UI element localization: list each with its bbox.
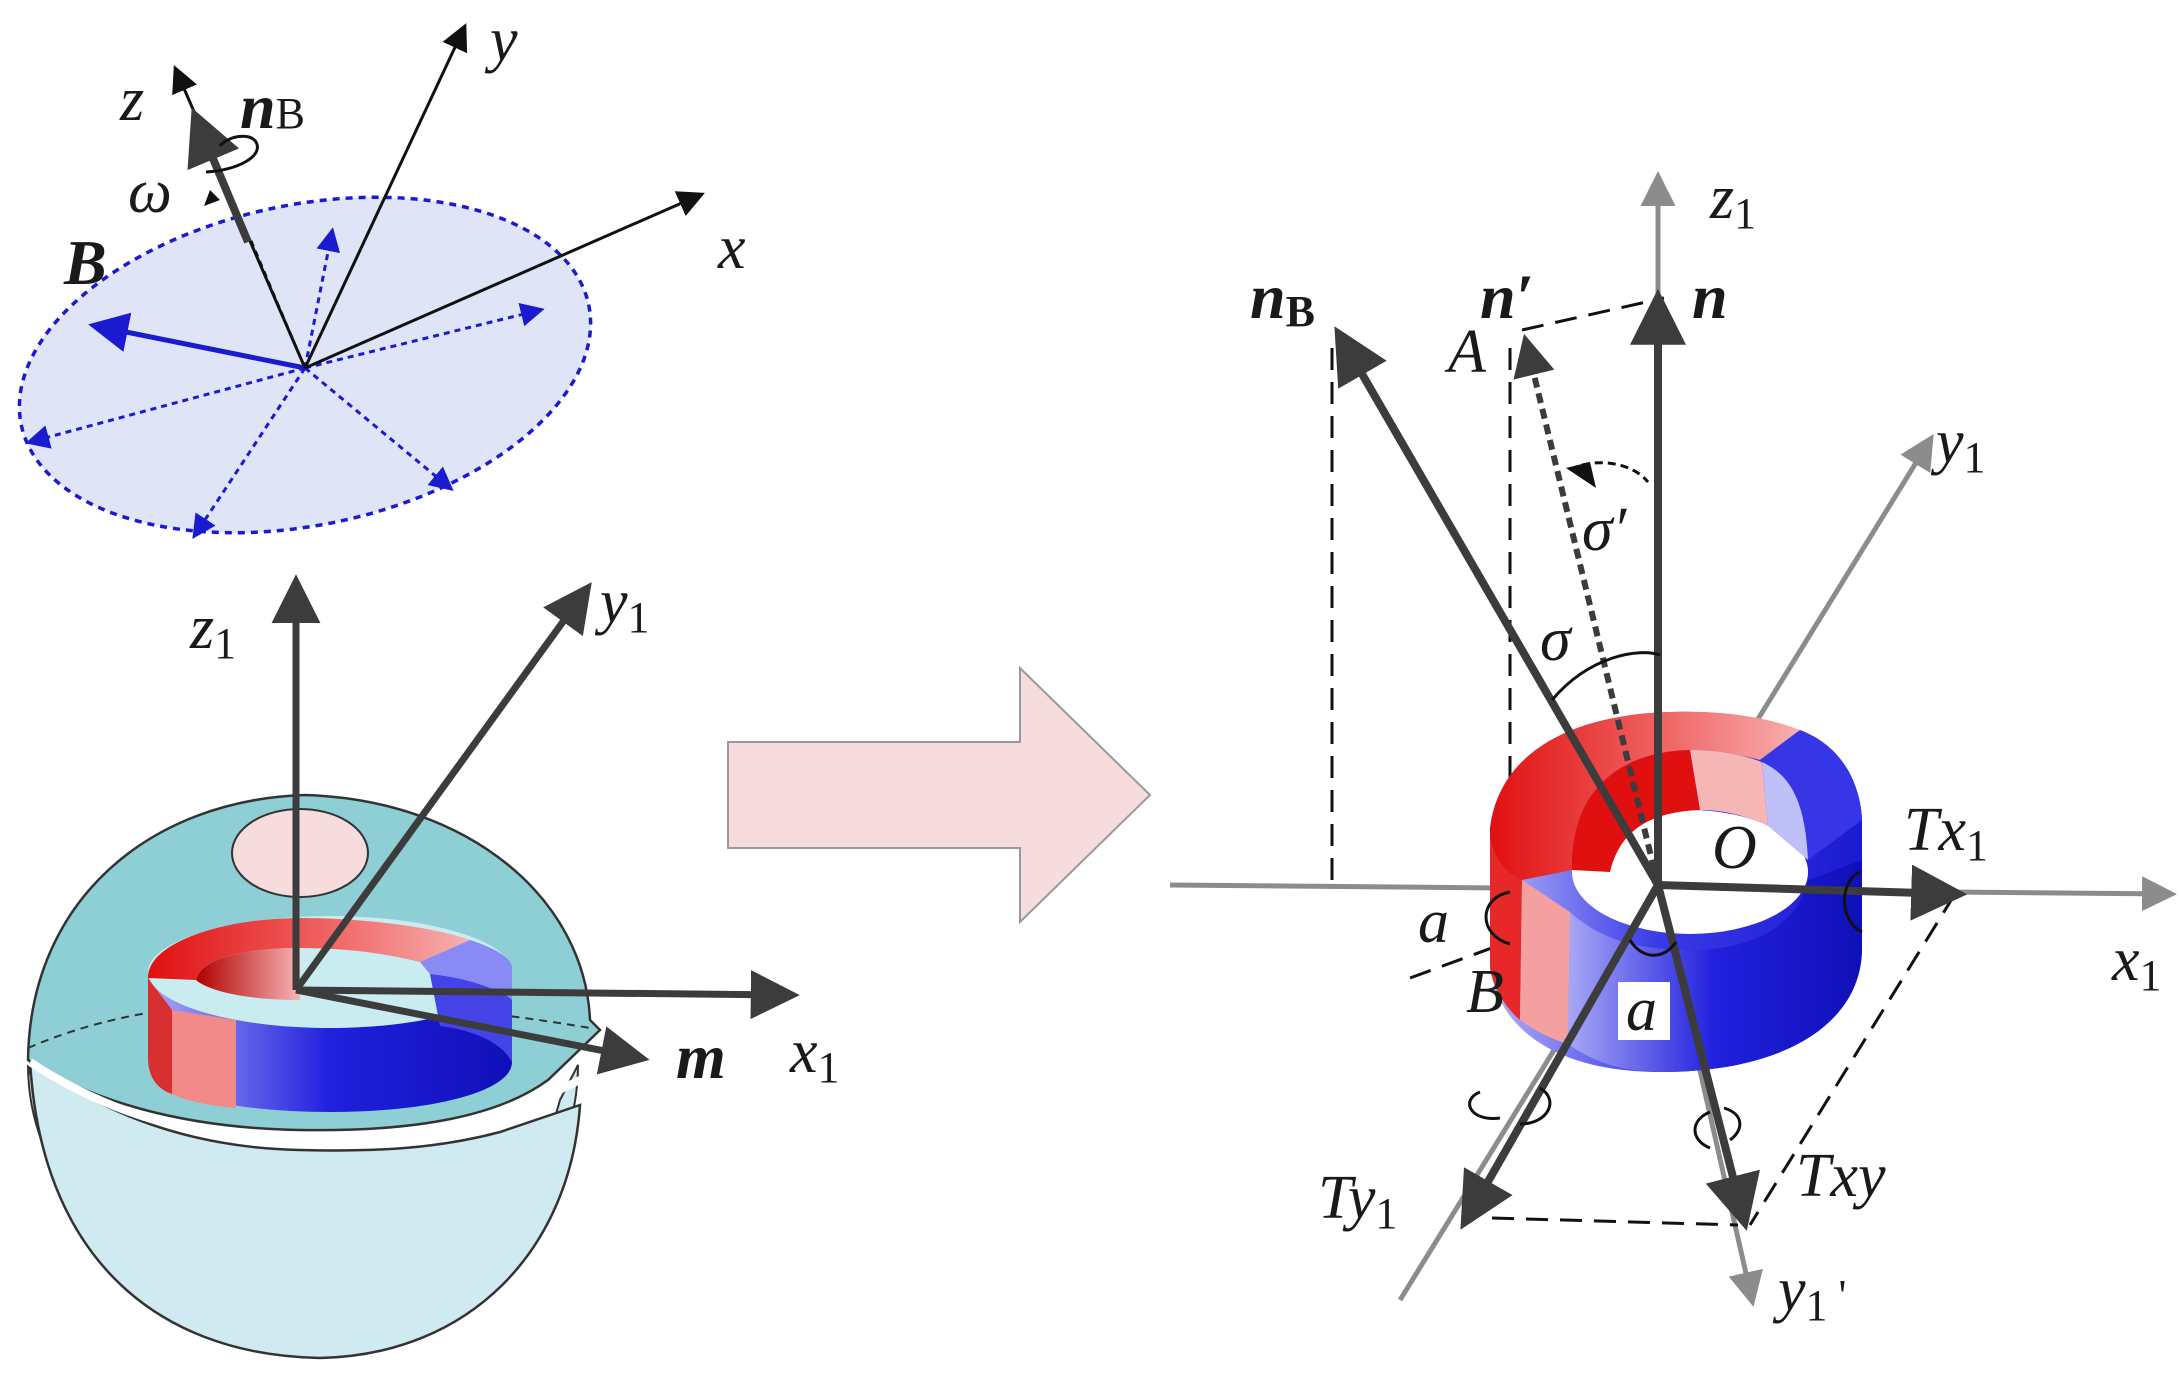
label-a-bottom-bg: [1618, 982, 1670, 1040]
label-a-point: A: [1444, 318, 1487, 386]
label-field-b: B: [63, 227, 107, 298]
label-z1-left: z1: [189, 594, 236, 668]
rotation-omega-arrowhead: [204, 190, 220, 206]
torque-analysis-panel: z1 nB n′ n A y1 σ′ σ O Tx1 x1 a B a Ty1 …: [1169, 164, 2177, 1330]
torque-x1-arrow: [1657, 864, 1968, 921]
label-y1-prime: y1 ': [1772, 1256, 1846, 1330]
torque-y1-arrow: [1460, 883, 1662, 1230]
sphere-top-window: [231, 808, 369, 898]
angle-sigma-arc: [1550, 651, 1661, 701]
sphere-lower-body: [28, 1057, 582, 1360]
label-y1-left: y1: [594, 568, 650, 642]
label-b-point: B: [1466, 958, 1504, 1026]
rotation-tx1-icon: [1843, 870, 1863, 934]
label-y1-right: y1: [1930, 408, 1986, 482]
normal-n-prime-arrow: [1513, 333, 1661, 886]
axis-x-arrow: [304, 191, 705, 370]
label-txy: Txy: [1796, 1142, 1886, 1210]
label-omega: ω: [128, 158, 172, 226]
magnetic-moment-m-arrow: [295, 986, 650, 1075]
capsule-robot-panel: z1 y1 x1 m: [26, 568, 840, 1360]
label-x: x: [717, 214, 746, 282]
sphere-gap: [27, 1058, 582, 1147]
rotating-field-panel: z y x nB ω B: [17, 6, 746, 540]
rotation-ty1-icon: [1468, 1086, 1552, 1126]
axis-y1-arrow-left: [293, 582, 592, 993]
label-origin-o: O: [1712, 814, 1757, 882]
transition-arrow: [727, 665, 1152, 925]
label-z1-right: z1: [1709, 164, 1756, 238]
rotation-txy-icon: [1693, 1106, 1742, 1150]
label-y: y: [484, 6, 518, 74]
label-angle-a-left: a: [1418, 888, 1449, 956]
label-n: n: [1692, 261, 1728, 332]
label-sigma-prime: σ′: [1582, 496, 1628, 564]
label-nb: nB: [240, 71, 305, 142]
normal-nb-arrow-right: [1334, 326, 1662, 888]
axis-y-arrow: [303, 23, 468, 369]
label-m: m: [676, 1021, 726, 1092]
ring-magnet-left: [148, 916, 512, 1112]
field-vector-b-arrow: [88, 312, 306, 371]
label-ty1: Ty1: [1318, 1164, 1397, 1238]
label-sigma: σ: [1540, 606, 1573, 674]
label-angle-a-bottom: a: [1626, 976, 1657, 1044]
rotation-omega-icon: [205, 134, 259, 174]
angle-sigma-prime-arrowhead: [1566, 462, 1596, 488]
label-tx1: Tx1: [1904, 796, 1988, 870]
field-direction-arrows: [25, 227, 545, 540]
label-z: z: [119, 66, 144, 134]
angle-a-left-arc: [1484, 890, 1511, 946]
axis-x1-arrow-left: [295, 970, 800, 1020]
angle-a-bottom-arc: [1628, 939, 1678, 957]
torque-xy-arrow: [1654, 884, 1760, 1231]
normal-nb-arrow: [187, 107, 252, 244]
label-x1-right: x1: [2111, 926, 2162, 1000]
label-x1-left: x1: [789, 1018, 840, 1092]
label-nb-right: nB: [1250, 261, 1315, 336]
label-n-prime: n′: [1480, 261, 1534, 332]
